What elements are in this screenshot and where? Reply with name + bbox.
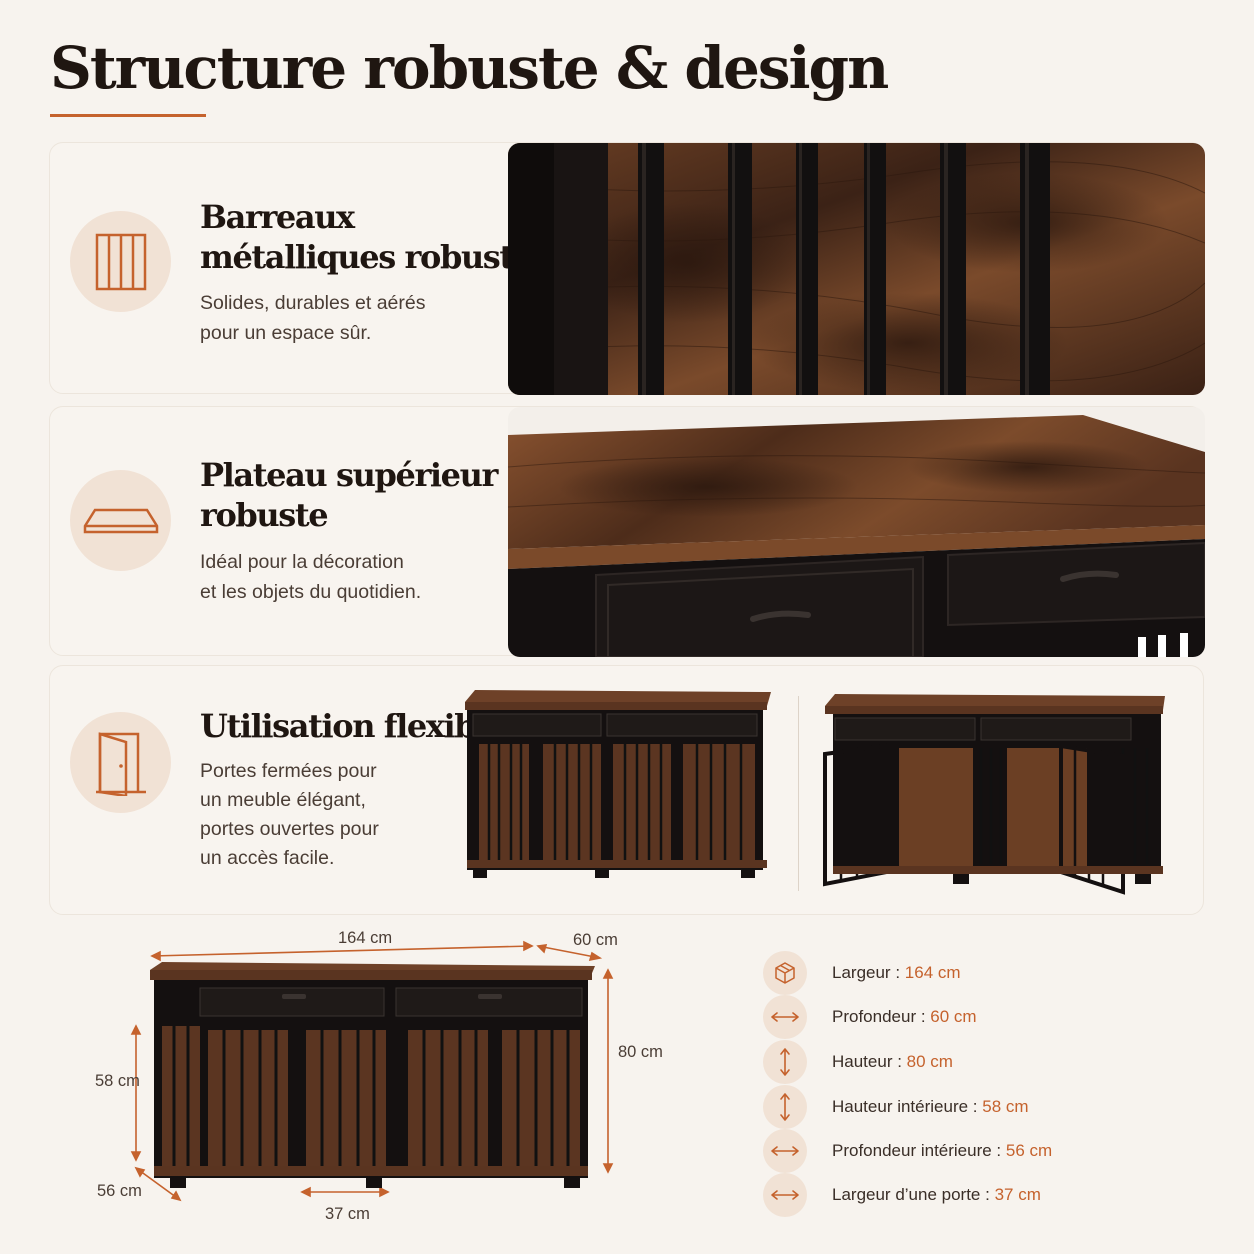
height-label: 80 cm	[618, 1043, 663, 1061]
box-icon	[763, 951, 807, 995]
dimension-diagram	[90, 930, 690, 1235]
vertical-arrow-icon	[763, 1040, 807, 1084]
feature-description: Solides, durables et aérés pour un espac…	[200, 292, 426, 344]
feature-card-tabletop: Plateau supérieur robuste Idéal pour la …	[49, 406, 1205, 657]
tabletop-closeup-image	[508, 407, 1205, 657]
depth-label: 60 cm	[573, 931, 618, 949]
door-icon	[70, 712, 171, 813]
image-divider	[798, 696, 799, 891]
door-width-label: 37 cm	[325, 1205, 370, 1223]
kennel-doors-closed-image	[461, 688, 773, 898]
feature-title: Barreaux métalliques robustes	[200, 198, 550, 276]
horizontal-arrow-icon	[763, 1173, 807, 1217]
title-underline	[50, 114, 206, 117]
bars-icon	[70, 211, 171, 312]
feature-title: Utilisation flexible	[200, 707, 506, 745]
horizontal-arrow-icon	[763, 1129, 807, 1173]
inner-depth-label: 56 cm	[97, 1182, 142, 1200]
page-title: Structure robuste & design	[50, 34, 889, 102]
feature-card-flexible: Utilisation flexible Portes fermées pour…	[49, 665, 1204, 915]
width-label: 164 cm	[338, 929, 393, 947]
feature-title: Plateau supérieur robuste	[200, 456, 498, 534]
feature-card-bars: Barreaux métalliques robustes Solides, d…	[49, 142, 1205, 395]
bars-closeup-image	[508, 143, 1205, 395]
inner-height-label: 58 cm	[95, 1072, 140, 1090]
feature-description: Idéal pour la décoration et les objets d…	[200, 551, 422, 603]
kennel-doors-open-image	[823, 692, 1168, 902]
tabletop-icon	[70, 470, 171, 571]
feature-description: Portes fermées pour un meuble élégant, p…	[200, 760, 379, 869]
horizontal-arrow-icon	[763, 995, 807, 1039]
vertical-arrow-icon	[763, 1085, 807, 1129]
